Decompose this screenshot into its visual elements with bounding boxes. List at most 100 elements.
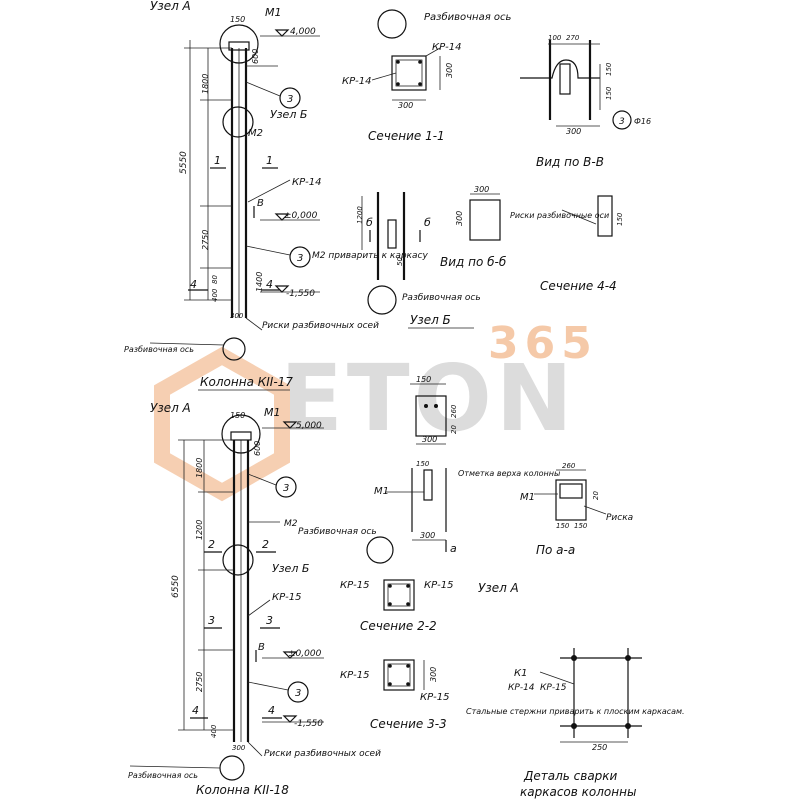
m1d-mark-a: а [450, 542, 457, 555]
node-a-circle [219, 24, 259, 64]
vbb-mark-right: б [424, 216, 431, 229]
section-1-1: Разбивочная ось КР-14 КР-14 300 300 Сече… [342, 9, 512, 143]
s44-dim-300: 300 [474, 185, 489, 194]
view-a-a: 260 М1 150 150 20 Риска По а-а [520, 462, 633, 557]
k17-elev-zero: ±0,000 [284, 211, 318, 221]
k18-marks-note: Риски разбивочных осей [264, 749, 381, 759]
k18-dim-300: 300 [232, 744, 246, 752]
k17-elev-top: 4,000 [290, 27, 316, 37]
vvv-dim-270: 270 [566, 34, 580, 42]
section-2-2: КР-15 КР-15 Сечение 2-2 [340, 579, 453, 633]
k18-section-3-left: 3 [208, 614, 215, 627]
nodea-dim-150: 150 [416, 375, 431, 384]
vvv-title: Вид по В-В [536, 155, 604, 169]
weld-dim-250: 250 [592, 743, 607, 752]
m1d-dim-150: 150 [416, 460, 430, 468]
k17-marks-note: Риски разбивочных осей [262, 321, 379, 331]
nodeb-axis: Разбивочная ось [402, 293, 481, 303]
k17-elev-bottom: -1,550 [286, 289, 315, 299]
node-b-circle [222, 106, 254, 138]
s22-title: Сечение 2-2 [360, 619, 437, 633]
vbb-mark-left: б [366, 216, 373, 229]
k17-dim-2750: 2750 [201, 230, 210, 250]
k18-section-2-left: 2 [208, 538, 215, 551]
k17-dim-600: 600 [251, 49, 260, 64]
sec11-title: Сечение 1-1 [368, 129, 445, 143]
vvv-rebar: Ф16 [634, 117, 651, 126]
k18-elev-top: 5,000 [296, 421, 322, 431]
view-v-v: 100 270 150 150 300 3 Ф16 Вид по В-В [520, 34, 651, 169]
nodea-dim-20: 20 [450, 425, 458, 434]
k17-section-1-left: 1 [214, 154, 221, 167]
k17-node-b-label: Узел Б [270, 108, 307, 121]
m1d-note: Отметка верха колонны [458, 469, 560, 478]
k18-dim-400: 400 [210, 724, 218, 738]
vvv-dim-150b: 150 [605, 86, 613, 100]
k18-dim-2750: 2750 [195, 672, 204, 692]
k17-section-1-right: 1 [266, 154, 273, 167]
k17-m1-label: М1 [265, 6, 282, 19]
vbb-title: Вид по б-б [440, 255, 507, 269]
k18-callout-3-top: 3 [283, 483, 289, 494]
vvv-dim-150a: 150 [605, 62, 613, 76]
k18-view-v-label: В [258, 642, 265, 653]
k18-section-2-right: 2 [262, 538, 269, 551]
nodea-title: Узел А [478, 581, 519, 595]
sec11-dim-300h: 300 [398, 101, 413, 110]
k18-axis-mid: Разбивочная ось [298, 527, 377, 537]
watermark-hexagon-icon [154, 346, 290, 502]
s22-kr15-b: КР-15 [424, 580, 453, 591]
vbb-dim-1200: 1200 [356, 206, 364, 224]
k18-section-4-right: 4 [268, 704, 275, 717]
vvv-callout-3: 3 [619, 117, 625, 127]
vaa-dim-150b: 150 [574, 522, 588, 530]
k18-m2-label: М2 [284, 519, 298, 529]
sec11-kr14-b: КР-14 [342, 76, 371, 87]
node-b-block: Разбивочная ось Узел Б [367, 285, 481, 329]
weld-title-1: Деталь сварки [523, 769, 618, 783]
sec11-dim-300v: 300 [445, 63, 454, 78]
k17-node-a-label: Узел А [150, 0, 191, 13]
k18-m1-label: М1 [264, 406, 281, 419]
k18-node-a-label: Узел А [150, 401, 191, 415]
k17-section-4-left: 4 [190, 278, 197, 291]
column-k2-17: Узел А М1 150 4,000 600 1800 5550 Узел Б… [124, 0, 428, 391]
k17-dim-1800: 1800 [201, 74, 210, 94]
s33-kr15-a: КР-15 [340, 670, 369, 681]
k18-dim-1200: 1200 [195, 520, 204, 540]
s22-kr15-a: КР-15 [340, 580, 369, 591]
nodeb-title: Узел Б [410, 313, 451, 327]
k18-kr15-label: КР-15 [272, 592, 301, 603]
nodea-dim-260: 260 [450, 404, 458, 418]
k18-node-b-label: Узел Б [272, 562, 309, 575]
node-a-block: 150 300 260 20 Узел А [410, 375, 519, 595]
k18-total-6550: 6550 [171, 575, 181, 598]
vvv-dim-100: 100 [548, 34, 562, 42]
k17-title: Колонна КII-17 [200, 375, 293, 389]
k17-m2-label: М2 [248, 128, 263, 139]
s33-kr15-b: КР-15 [420, 692, 449, 703]
weld-detail: К1 КР-14 КР-15 Стальные стержни приварит… [466, 648, 685, 799]
sec11-axis: Разбивочная ось [424, 11, 512, 23]
section-3-3: КР-15 КР-15 300 Сечение 3-3 [340, 659, 449, 731]
k17-total-5550: 5550 [179, 151, 189, 174]
vbb-dim-50: 50 [396, 257, 404, 266]
k18-dim-600: 600 [253, 441, 262, 456]
m1d-m1: М1 [374, 486, 389, 497]
k18-elev-bottom: -1,550 [294, 719, 323, 729]
k18-dim-150: 150 [230, 411, 245, 420]
k18-section-4-left: 4 [192, 704, 199, 717]
k17-dim-400: 400 [211, 288, 219, 302]
k17-axis-label: Разбивочная ось [124, 345, 194, 354]
watermark: 365 ETON [154, 318, 592, 502]
vaa-mark: Риска [606, 513, 633, 523]
k17-dim-80: 80 [211, 275, 219, 284]
k17-dim-300: 300 [230, 312, 244, 320]
vaa-m1: М1 [520, 492, 535, 503]
weld-kr15: КР-15 [540, 683, 567, 693]
section-4-4: 300 300 Риски разбивочные оси 150 Сечени… [455, 185, 624, 293]
k18-title: Колонна КII-18 [196, 783, 289, 797]
watermark-word: ETON [280, 345, 577, 452]
column-k2-18: Узел А М1 150 5,000 600 1800 6550 1200 У… [128, 401, 394, 797]
